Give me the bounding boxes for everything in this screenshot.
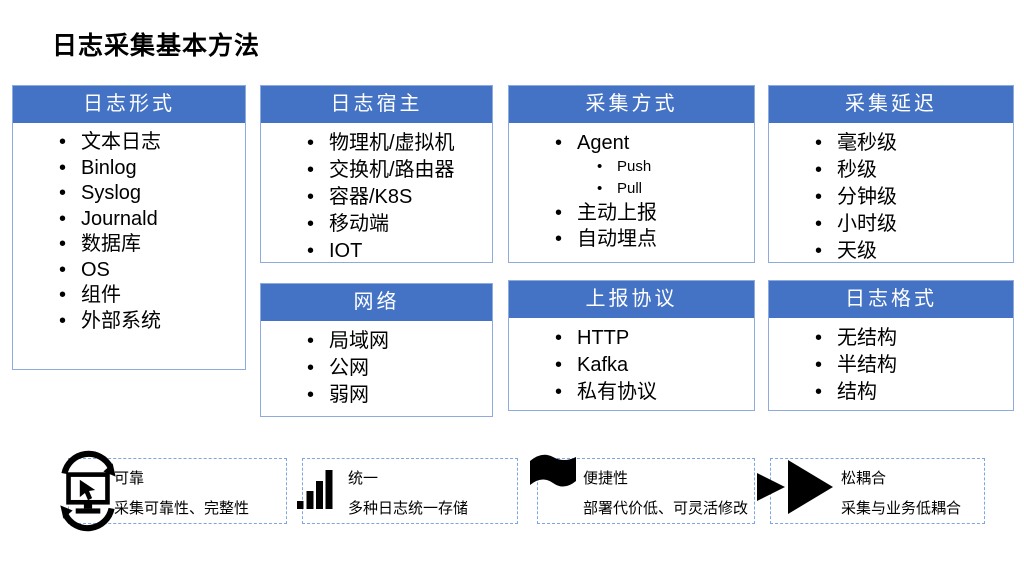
feature-unified: 统一 多种日志统一存储	[297, 458, 518, 524]
feature-label: 可靠	[114, 470, 145, 487]
list-item: HTTP	[553, 325, 750, 352]
list-item: 容器/K8S	[305, 184, 488, 211]
list-item: 私有协议	[553, 379, 750, 406]
list-item: 小时级	[813, 211, 1009, 238]
feature-label: 统一	[348, 470, 379, 487]
page-title: 日志采集基本方法	[52, 32, 261, 60]
list-item: 主动上报	[553, 200, 750, 226]
panel-network-list: 局域网 公网 弱网	[261, 321, 492, 409]
panel-log-host-list: 物理机/虚拟机 交换机/路由器 容器/K8S 移动端 IOT	[261, 123, 492, 265]
list-subitem: Pull	[595, 178, 750, 200]
flag-icon	[528, 451, 578, 508]
list-item: Agent	[553, 130, 750, 156]
monitor-sync-icon	[57, 450, 119, 537]
list-item: 毫秒级	[813, 130, 1009, 157]
list-item: OS	[57, 258, 241, 284]
panel-log-format-header: 日志格式	[769, 281, 1013, 318]
feature-label: 便捷性	[583, 470, 629, 487]
panel-report-protocol: 上报协议 HTTP Kafka 私有协议	[508, 280, 755, 411]
list-item: 文本日志	[57, 130, 241, 156]
list-item: 公网	[305, 355, 488, 382]
panel-network-header: 网络	[261, 284, 492, 321]
list-item: 移动端	[305, 211, 488, 238]
panel-log-form-list: 文本日志 Binlog Syslog Journald 数据库 OS 组件 外部…	[13, 123, 245, 334]
panel-collect-method-list: Agent Push Pull 主动上报 自动埋点	[509, 123, 754, 252]
bar-chart-icon	[297, 468, 333, 515]
panel-collect-delay: 采集延迟 毫秒级 秒级 分钟级 小时级 天级	[768, 85, 1014, 265]
feature-reliable: 可靠 采集可靠性、完整性	[60, 450, 287, 532]
panel-report-protocol-header: 上报协议	[509, 281, 754, 318]
list-item: 弱网	[305, 382, 488, 409]
list-item: 结构	[813, 379, 1009, 406]
panel-log-form-header: 日志形式	[13, 86, 245, 123]
panel-log-form: 日志形式 文本日志 Binlog Syslog Journald 数据库 OS …	[12, 85, 246, 370]
list-item: 物理机/虚拟机	[305, 130, 488, 157]
list-subitem: Push	[595, 156, 750, 178]
feature-desc: 采集可靠性、完整性	[114, 500, 250, 517]
list-item: 自动埋点	[553, 226, 750, 252]
list-item: Kafka	[553, 352, 750, 379]
list-item: 半结构	[813, 352, 1009, 379]
panel-report-protocol-list: HTTP Kafka 私有协议	[509, 318, 754, 406]
panel-log-format-list: 无结构 半结构 结构	[769, 318, 1013, 406]
panel-collect-delay-header: 采集延迟	[769, 86, 1013, 123]
panel-collect-method: 采集方式 Agent Push Pull 主动上报 自动埋点	[508, 85, 755, 263]
list-item: 交换机/路由器	[305, 157, 488, 184]
feature-handy: 便捷性 部署代价低、可灵活修改	[530, 454, 755, 524]
panel-collect-delay-list: 毫秒级 秒级 分钟级 小时级 天级	[769, 123, 1013, 265]
feature-label: 松耦合	[841, 470, 887, 487]
list-item: Binlog	[57, 156, 241, 182]
panel-log-host: 日志宿主 物理机/虚拟机 交换机/路由器 容器/K8S 移动端 IOT	[260, 85, 493, 265]
feature-desc: 采集与业务低耦合	[841, 500, 962, 517]
feature-loose: 松耦合 采集与业务低耦合	[757, 458, 985, 524]
feature-desc: 部署代价低、可灵活修改	[583, 500, 749, 517]
fast-forward-icon	[757, 460, 833, 519]
panel-log-format: 日志格式 无结构 半结构 结构	[768, 280, 1014, 411]
list-item: Syslog	[57, 181, 241, 207]
list-item: 天级	[813, 238, 1009, 265]
list-item: 数据库	[57, 232, 241, 258]
feature-desc: 多种日志统一存储	[348, 500, 469, 517]
panel-network: 网络 局域网 公网 弱网	[260, 283, 493, 417]
list-item: Journald	[57, 207, 241, 233]
list-item: IOT	[305, 238, 488, 265]
list-item: 组件	[57, 283, 241, 309]
panel-log-host-header: 日志宿主	[261, 86, 492, 123]
list-item: 无结构	[813, 325, 1009, 352]
list-item: 外部系统	[57, 309, 241, 335]
panel-collect-method-header: 采集方式	[509, 86, 754, 123]
list-item: 秒级	[813, 157, 1009, 184]
list-item: 分钟级	[813, 184, 1009, 211]
list-item: 局域网	[305, 328, 488, 355]
